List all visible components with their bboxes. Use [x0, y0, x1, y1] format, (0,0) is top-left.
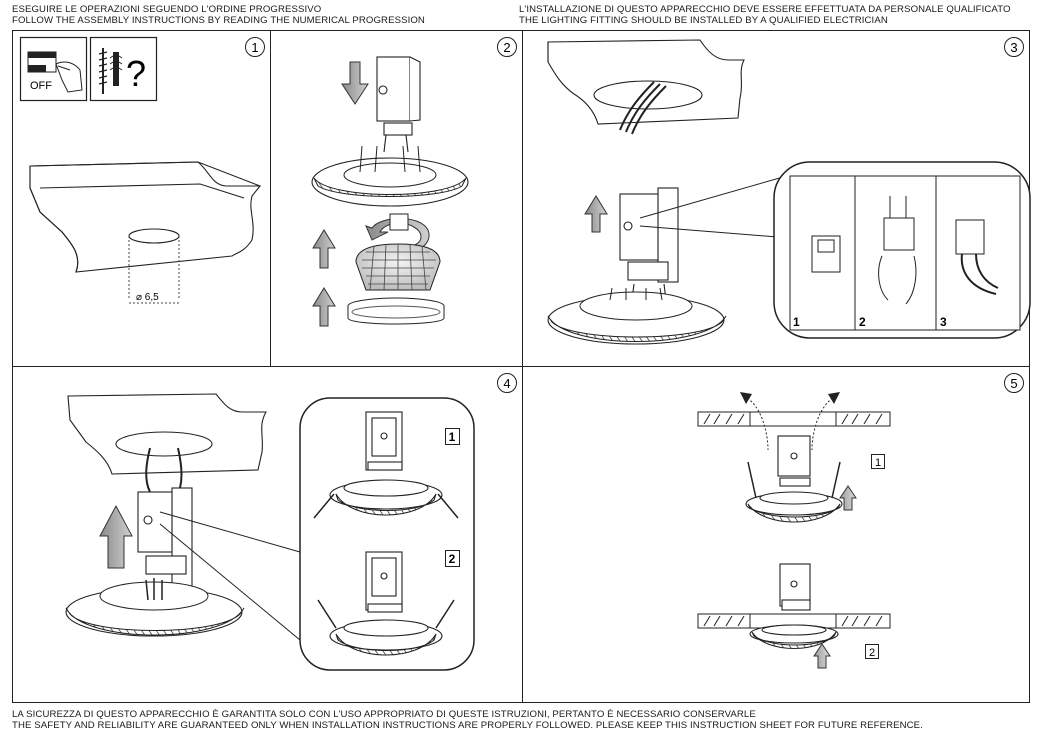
footer-line2: THE SAFETY AND RELIABILITY ARE GUARANTEE…	[12, 720, 923, 731]
circuit-breaker-off-icon: OFF	[19, 36, 88, 102]
screw-and-plug-icon	[89, 36, 158, 102]
step4-panel: 1 2	[65, 393, 475, 671]
retaining-ring	[347, 297, 445, 325]
arrow-down-icon	[341, 61, 369, 105]
svg-text:1: 1	[251, 40, 258, 55]
svg-text:3: 3	[1010, 40, 1017, 55]
step-number-1: 1	[245, 37, 265, 57]
header-right-line2: THE LIGHTING FITTING SHOULD BE INSTALLED…	[519, 15, 888, 26]
question-icon: ?	[126, 53, 146, 94]
step2-panel	[311, 56, 469, 327]
arrow-up-icon	[813, 643, 831, 669]
hole-diameter-label: ⌀ 6,5	[136, 292, 159, 303]
step4-rosette	[65, 578, 245, 637]
step-number-4: 4	[497, 373, 517, 393]
arrow-up-icon	[584, 195, 608, 233]
step1-panel: OFF ? ⌀ 6,5	[19, 36, 262, 304]
header-left-line2: FOLLOW THE ASSEMBLY INSTRUCTIONS BY READ…	[12, 15, 425, 26]
step-number-2: 2	[497, 37, 517, 57]
svg-text:4: 4	[503, 376, 510, 391]
svg-text:5: 5	[1010, 376, 1017, 391]
step3-sub-1: 1	[793, 315, 800, 329]
step3-sub-2: 2	[859, 315, 866, 329]
header-right-line1: L'INSTALLAZIONE DI QUESTO APPARECCHIO DE…	[519, 4, 1011, 15]
header-left-line1: ESEGUIRE LE OPERAZIONI SEGUENDO L'ORDINE…	[12, 4, 322, 15]
step4-sub-1: 1	[449, 430, 456, 444]
step2-rosette	[311, 145, 469, 207]
ceiling-slab	[29, 161, 262, 273]
footer-line1: LA SICUREZZA DI QUESTO APPARECCHIO È GAR…	[12, 709, 756, 720]
svg-text:OFF: OFF	[30, 80, 52, 92]
step3-rosette	[547, 287, 727, 345]
step5-sub-1: 1	[875, 457, 881, 469]
arrow-up-icon	[99, 504, 133, 569]
step5-panel: 1 2	[697, 392, 891, 669]
step3-panel: 1 2 3	[547, 39, 1031, 345]
step3-sub-3: 3	[940, 315, 947, 329]
arrow-up-icon	[839, 485, 857, 511]
step-number-5: 5	[1004, 373, 1024, 393]
step4-sub-2: 2	[449, 552, 456, 566]
svg-text:2: 2	[503, 40, 510, 55]
panel-grid	[12, 30, 1030, 703]
step-number-3: 3	[1004, 37, 1024, 57]
step5-sub-2: 2	[869, 647, 875, 659]
lamp-gu10	[355, 213, 441, 291]
arrow-up-icon	[312, 229, 336, 327]
